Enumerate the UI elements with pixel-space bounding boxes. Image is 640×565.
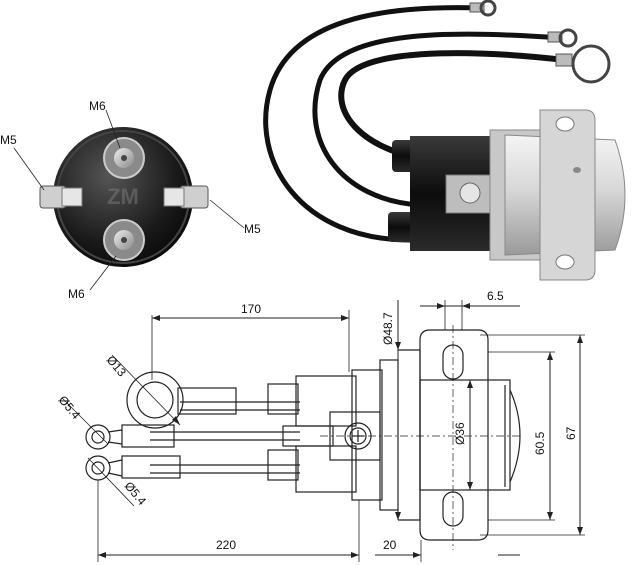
terminal-end-view: ZM M6 M5 M5 M6 [0, 99, 261, 301]
dim-220: 220 [216, 538, 236, 552]
ring-terminal-small-1 [479, 0, 497, 17]
label-m5-left: M5 [0, 133, 17, 147]
crimp-sleeve-1 [177, 387, 237, 415]
crimp-sleeve-3 [121, 455, 181, 479]
dim-5-4-a: Ø5.4 [56, 393, 84, 422]
dim-13: Ø13 [104, 353, 130, 380]
dim-48-7: Ø48.7 [381, 312, 395, 345]
label-m6-top: M6 [89, 99, 106, 113]
ring-terminal-large [571, 44, 611, 84]
terminal-housing-bottom [295, 445, 357, 493]
bracket-outline [419, 329, 489, 541]
terminal-housing-top [295, 375, 357, 427]
label-m6-bottom: M6 [68, 287, 85, 301]
side-photo [263, 0, 626, 281]
wire-middle [312, 31, 561, 208]
ring-5-4-a [85, 424, 111, 450]
dim-60-5: 60.5 [533, 431, 547, 455]
mounting-bracket [539, 109, 596, 281]
dim-6-5: 6.5 [487, 289, 504, 303]
dimension-drawing: 170 220 20 6.5 Ø48.7 Ø36 [56, 289, 585, 562]
ring-13 [126, 371, 184, 429]
dim-67: 67 [564, 426, 578, 440]
svg-text:ZM: ZM [107, 184, 139, 209]
solenoid-cap [53, 127, 193, 267]
dim-170: 170 [241, 302, 261, 316]
wire-long [263, 5, 481, 243]
dim-5-4-b: Ø5.4 [122, 479, 150, 508]
label-m5-right: M5 [244, 222, 261, 236]
crimp-sleeve-2 [121, 424, 175, 448]
wire-short [338, 50, 566, 163]
dim-36: Ø36 [453, 422, 467, 445]
ring-terminal-small-2 [558, 28, 578, 48]
dim-20: 20 [383, 538, 397, 552]
